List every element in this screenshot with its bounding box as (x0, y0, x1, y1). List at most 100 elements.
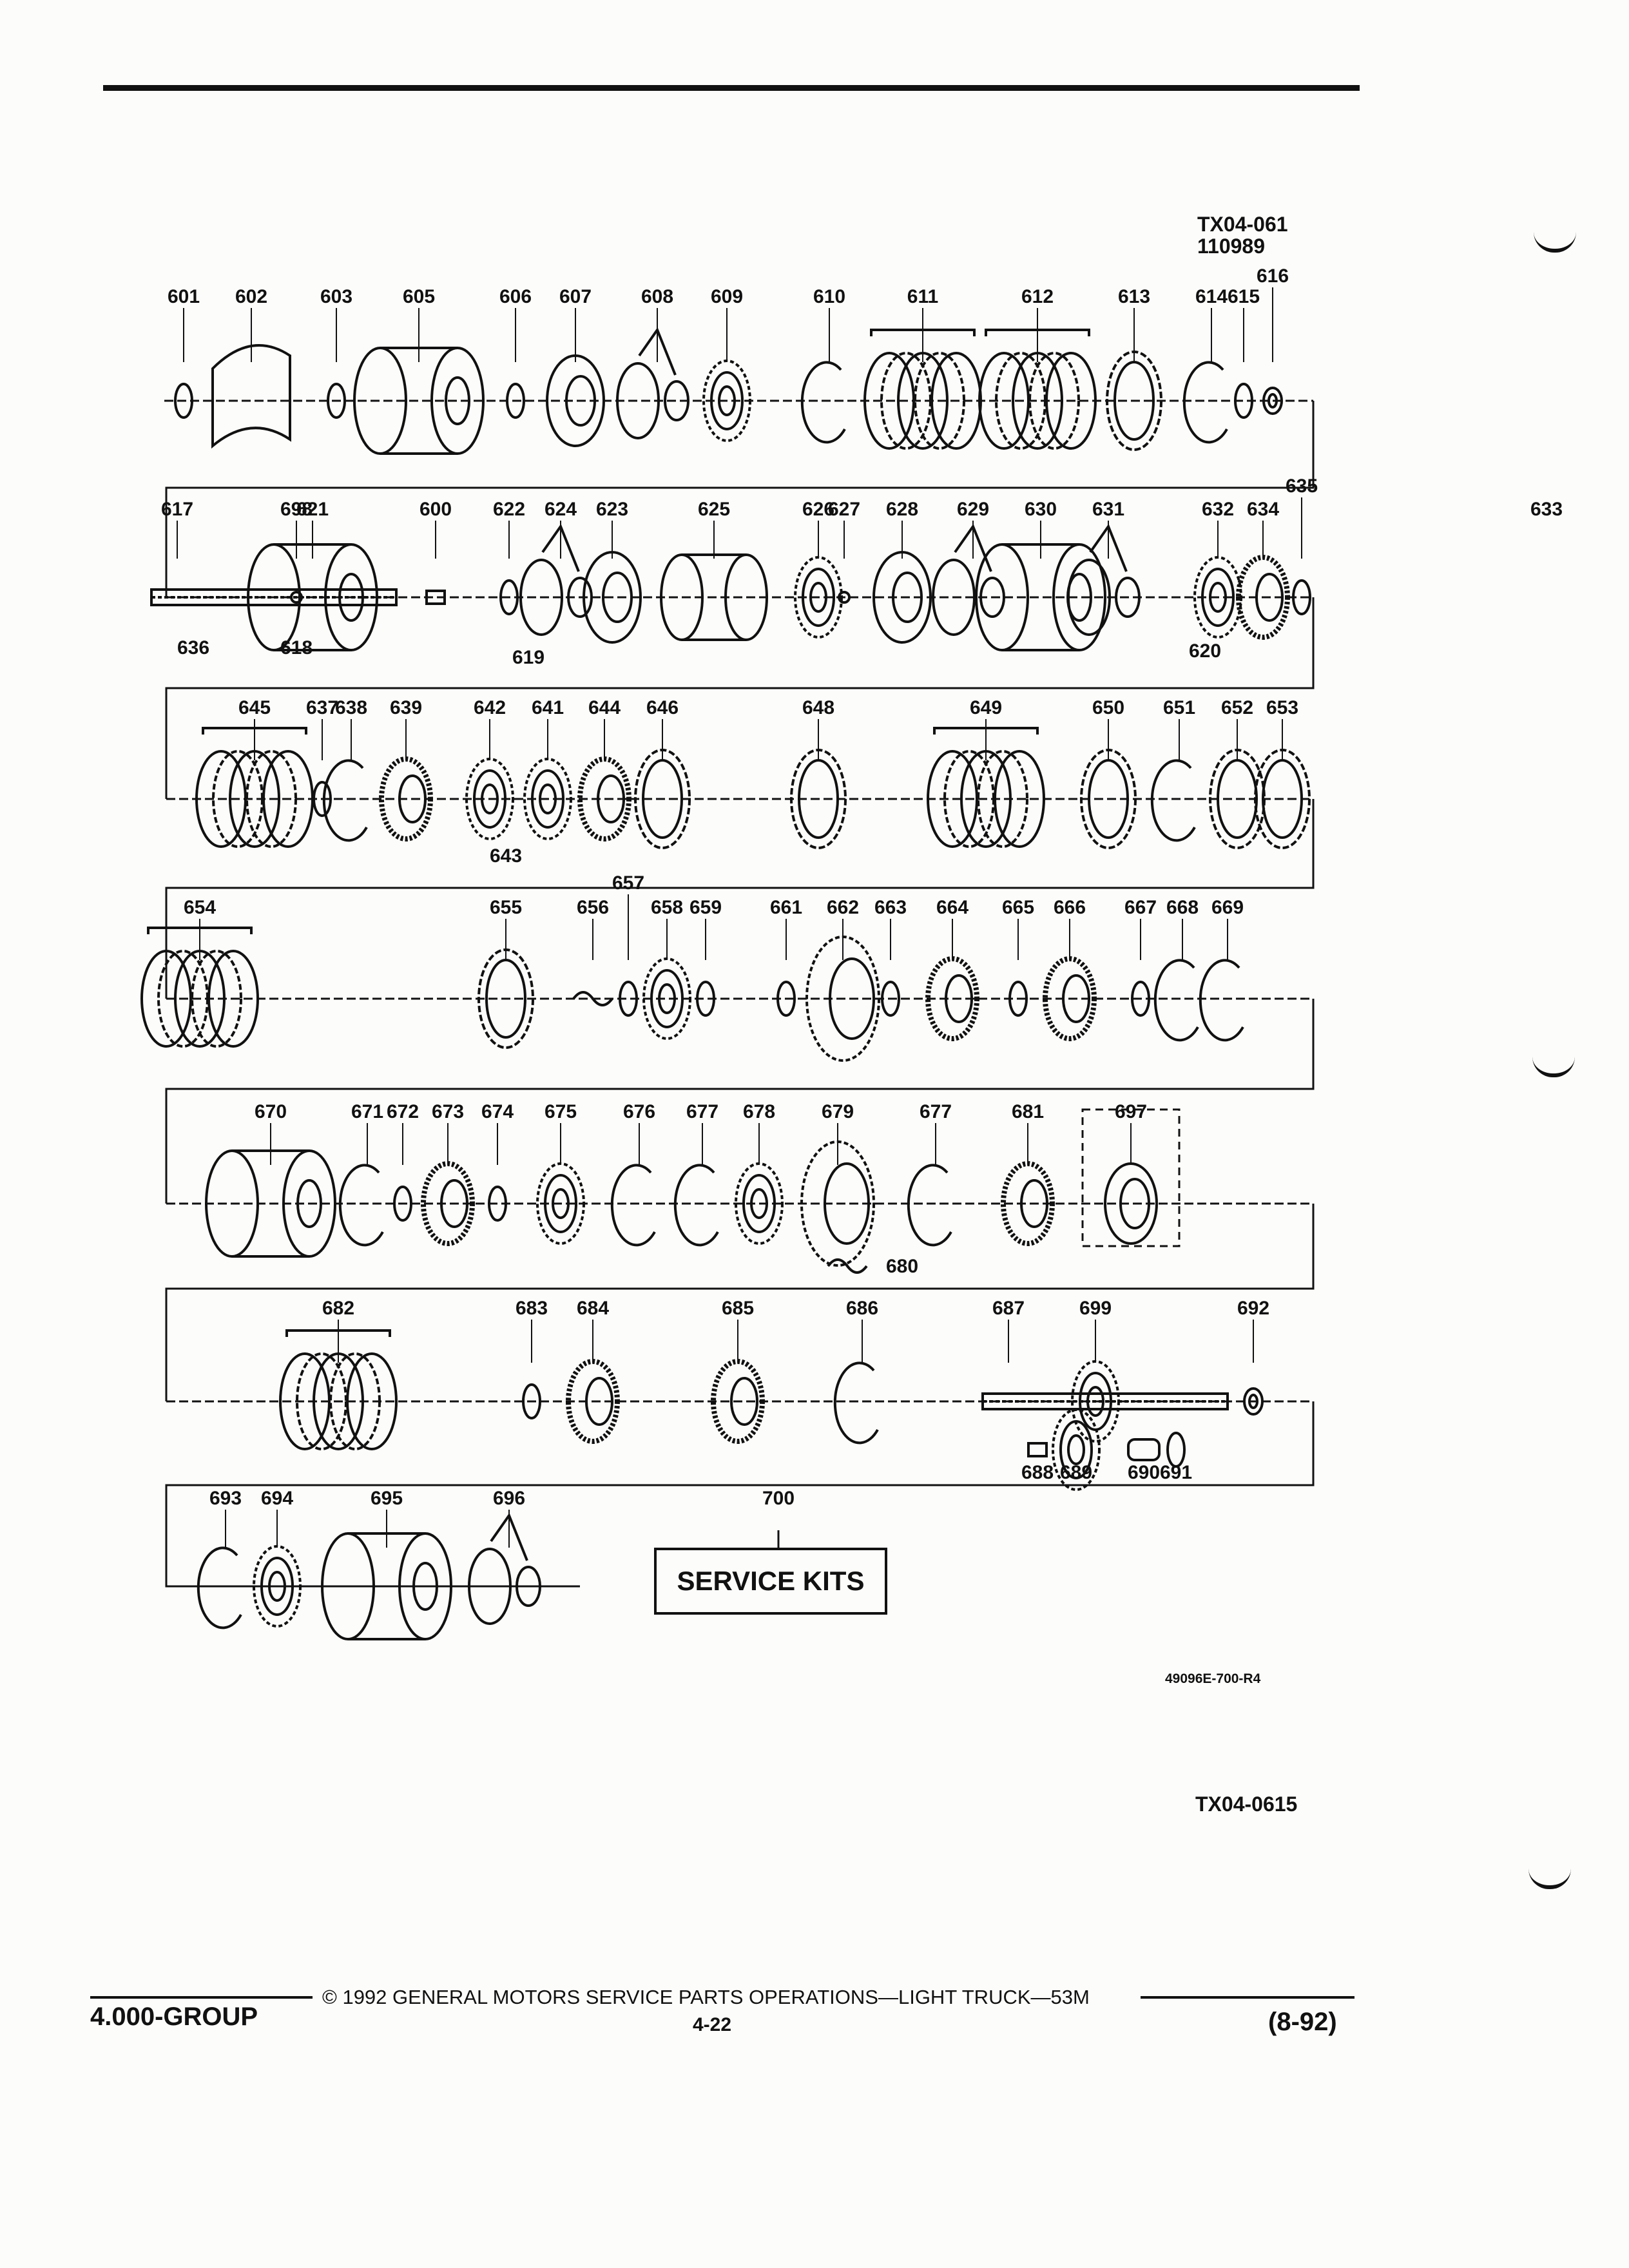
part-624 (519, 523, 593, 636)
part-label: 675 (545, 1101, 577, 1122)
part-645 (195, 727, 314, 848)
part-label: 630 (1025, 499, 1057, 520)
part-607 (546, 354, 605, 447)
part-label: 682 (322, 1298, 354, 1319)
part-label: 631 (1092, 499, 1124, 520)
part-654 (140, 927, 259, 1048)
part-617 (150, 588, 398, 606)
part-612 (978, 329, 1097, 450)
part-684 (566, 1359, 620, 1444)
part-label: 607 (559, 286, 592, 307)
part-625 (660, 553, 768, 641)
part-label: 600 (419, 499, 452, 520)
part-label: 646 (646, 697, 679, 718)
page-number: 4-22 (693, 2014, 732, 2035)
part-609 (702, 360, 751, 442)
part-label: 678 (743, 1101, 775, 1122)
part-label: 669 (1211, 897, 1244, 918)
part-686 (833, 1361, 879, 1445)
part-label: 615 (1228, 286, 1260, 307)
part-646 (634, 749, 691, 849)
part-label: 673 (432, 1101, 464, 1122)
copyright-line: © 1992 GENERAL MOTORS SERVICE PARTS OPER… (322, 1986, 1090, 2008)
part-671 (338, 1164, 384, 1247)
part-label: 662 (827, 897, 859, 918)
part-label: 638 (335, 697, 367, 718)
part-675 (536, 1162, 585, 1245)
part-696 (468, 1512, 541, 1625)
part-label: 650 (1092, 697, 1124, 718)
part-label: 668 (1166, 897, 1199, 918)
part-label: 681 (1012, 1101, 1044, 1122)
part-label: 689 (1060, 1462, 1092, 1483)
part-658 (642, 957, 691, 1040)
part-648 (790, 749, 847, 849)
part-label: 641 (532, 697, 564, 718)
part-label: 610 (813, 286, 845, 307)
part-label: 627 (828, 499, 860, 520)
part-663 (881, 981, 900, 1017)
scan-binding-mark (1532, 1057, 1575, 1077)
part-label: 629 (957, 499, 989, 520)
part-629 (932, 523, 1005, 636)
part-611 (863, 329, 982, 450)
part-694 (253, 1545, 302, 1628)
part-label: 605 (403, 286, 435, 307)
part-label: 691 (1160, 1462, 1192, 1483)
part-697 (1104, 1162, 1158, 1245)
part-676 (610, 1164, 656, 1247)
part-616 (1262, 387, 1283, 415)
part-label: 637 (306, 697, 338, 718)
part-label: 667 (1124, 897, 1157, 918)
part-label: 694 (261, 1488, 293, 1509)
part-683 (522, 1383, 541, 1419)
part-685 (711, 1359, 765, 1444)
footer-rule-left (90, 1996, 313, 1999)
part-679 (800, 1140, 875, 1267)
part-606 (506, 383, 525, 419)
part-label: 652 (1221, 697, 1253, 718)
part-label: 700 (762, 1488, 795, 1509)
footer-rule-right (1141, 1996, 1354, 1999)
part-label: 663 (874, 897, 907, 918)
part-664 (925, 956, 979, 1041)
part-label: 602 (235, 286, 267, 307)
part-601 (174, 383, 193, 419)
part-label: 695 (371, 1488, 403, 1509)
part-label: 664 (936, 897, 969, 918)
part-639 (379, 756, 433, 841)
part-label: 621 (296, 499, 329, 520)
part-649 (927, 727, 1045, 848)
figure-id: TX04-0615 (1195, 1792, 1298, 1816)
part-label: 603 (320, 286, 352, 307)
revision-date: (8-92) (1268, 2008, 1337, 2036)
part-628 (872, 551, 932, 644)
part-label: 659 (689, 897, 722, 918)
part-650 (1080, 749, 1137, 849)
part-631 (1067, 523, 1141, 636)
part-630 (975, 543, 1106, 651)
part-657 (619, 981, 638, 1017)
part-603 (327, 383, 346, 419)
part-695 (321, 1532, 452, 1640)
part-label: 645 (238, 697, 271, 718)
part-label: 665 (1002, 897, 1034, 918)
part-label: 612 (1021, 286, 1054, 307)
part-698 (290, 591, 303, 604)
part-681 (1001, 1161, 1055, 1246)
part-label: 651 (1163, 697, 1195, 718)
part-label: 617 (161, 499, 193, 520)
part-label: 622 (493, 499, 525, 520)
part-602 (211, 344, 291, 449)
part-label: 635 (1286, 476, 1318, 497)
part-label: 698 (280, 499, 313, 520)
part-label: 606 (499, 286, 532, 307)
part-687 (981, 1392, 1229, 1410)
service-kits-label: SERVICE KITS (677, 1566, 865, 1596)
part-637 (313, 781, 332, 817)
part-label: 680 (886, 1256, 918, 1277)
scan-binding-mark (1528, 1869, 1571, 1889)
part-680 (827, 1258, 868, 1274)
part-label: 679 (822, 1101, 854, 1122)
part-659 (696, 981, 715, 1017)
